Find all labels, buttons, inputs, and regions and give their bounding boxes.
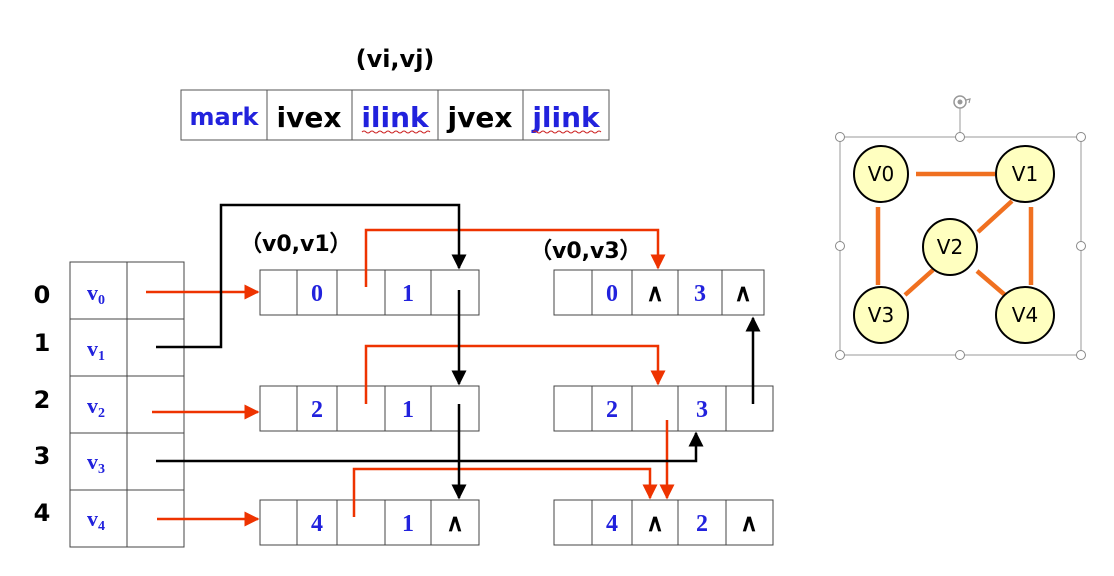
svg-text:V4: V4 (1012, 303, 1038, 327)
edge-node: 0 ∧ 3 ∧ (553, 269, 765, 316)
edge-node: 4 ∧ 2 ∧ (553, 499, 774, 546)
graph-edge (903, 268, 935, 297)
resize-handles[interactable] (835, 132, 1086, 360)
rotate-handle-icon[interactable] (953, 95, 971, 109)
arrow-v1-first (156, 203, 467, 349)
arrow-v3-first (156, 431, 704, 463)
node-ivex: 2 (606, 397, 618, 423)
node-jvex: 1 (402, 397, 414, 423)
node-ivex: 4 (606, 511, 618, 537)
node-jvex: 1 (402, 511, 414, 537)
node-jvex: 2 (696, 511, 708, 537)
vertex-label: v2 (87, 393, 105, 421)
graph-edge (976, 199, 1014, 234)
vertex-label: v4 (87, 506, 105, 534)
svg-text:V3: V3 (868, 303, 894, 327)
graph-node-v3: V3 (853, 286, 909, 344)
vertex-table: v0 v1 v2 v3 v4 (69, 261, 185, 548)
row-indices: 0 1 2 3 4 (34, 281, 51, 527)
field-ilink: ilink (361, 101, 430, 134)
spell-underline (532, 130, 602, 134)
edge-node: 0 1 (259, 269, 480, 316)
row-index: 2 (34, 386, 51, 414)
node-ilink: ∧ (646, 281, 664, 307)
field-mark: mark (190, 103, 260, 131)
row-index: 0 (34, 281, 51, 309)
field-jlink: jlink (531, 101, 601, 134)
row-index: 1 (34, 329, 51, 357)
red-pointers (146, 228, 675, 527)
field-jvex: jvex (447, 101, 513, 134)
node-jvex: 3 (694, 281, 706, 307)
graph-edge (975, 269, 1007, 297)
node-jlink: ∧ (734, 281, 752, 307)
black-pointers (156, 203, 761, 500)
arrow-c-ilink (364, 344, 666, 404)
node-ilink: ∧ (646, 511, 664, 537)
row-index: 4 (34, 499, 51, 527)
edge-caption-v0-v3: （v0,v3） (530, 239, 642, 264)
node-jvex: 1 (402, 281, 414, 307)
node-jlink: ∧ (740, 511, 758, 537)
graph-node-v4: V4 (995, 286, 1055, 344)
edge-node: 4 1 ∧ (259, 499, 480, 546)
node-ivex: 4 (311, 511, 323, 537)
vertex-label: v0 (87, 280, 105, 308)
graph-node-v2: V2 (922, 218, 978, 276)
graph-node-v1: V1 (995, 145, 1055, 203)
row-index: 3 (34, 442, 51, 470)
spell-underline (361, 130, 431, 134)
vertex-label: v1 (87, 336, 105, 364)
svg-text:V2: V2 (937, 235, 963, 259)
arrow-a-ilink (364, 228, 666, 287)
graph-panel[interactable]: V0 V1 V2 V3 V4 (835, 95, 1086, 360)
edge-node: 2 3 (553, 385, 774, 432)
edge-node: 2 1 (259, 385, 480, 432)
edge-label: (vi,vj) (356, 45, 435, 73)
svg-text:V1: V1 (1012, 162, 1038, 186)
node-ivex: 0 (606, 281, 618, 307)
field-ivex: ivex (277, 101, 342, 134)
node-jlink: ∧ (446, 511, 464, 537)
graph-node-v0: V0 (853, 145, 909, 203)
field-structure: mark ivex ilink jvex jlink (180, 89, 610, 141)
node-jvex: 3 (696, 397, 708, 423)
graph-edges (875, 171, 1034, 297)
node-ivex: 2 (311, 397, 323, 423)
edge-caption-v0-v1: （v0,v1） (240, 232, 352, 257)
vertex-label: v3 (87, 449, 105, 477)
arrow-e-ilink (352, 467, 658, 517)
graph-nodes: V0 V1 V2 V3 V4 (853, 145, 1055, 344)
node-ivex: 0 (311, 281, 323, 307)
svg-text:V0: V0 (868, 162, 894, 186)
